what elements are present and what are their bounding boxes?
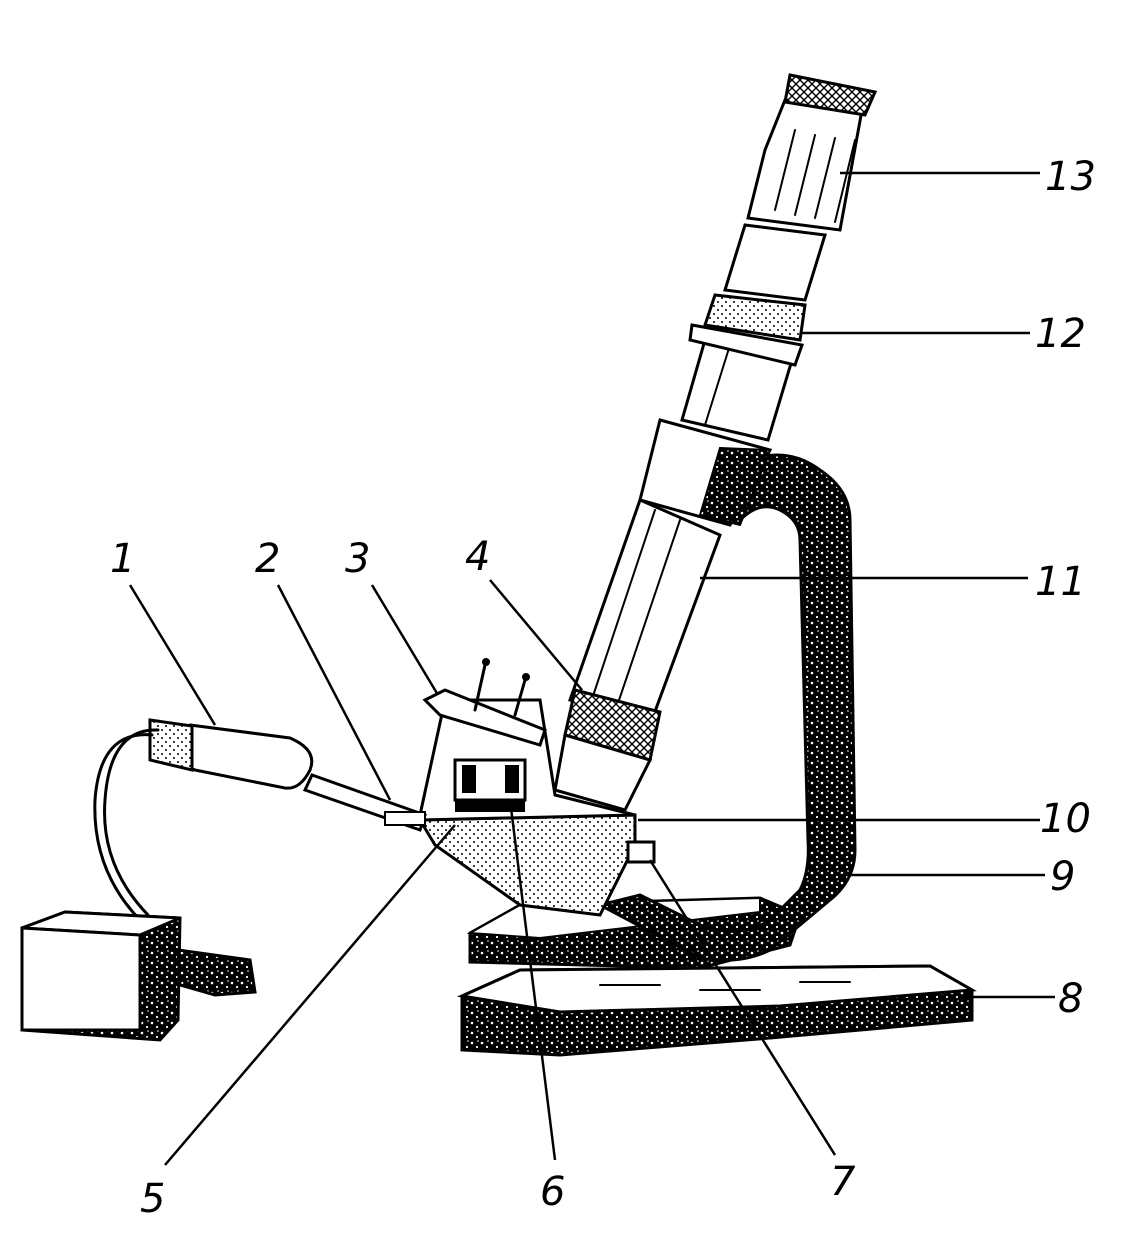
lower-tube bbox=[553, 733, 653, 812]
label-4: 4 bbox=[465, 534, 490, 580]
label-5: 5 bbox=[140, 1176, 165, 1222]
label-6: 6 bbox=[540, 1169, 565, 1215]
adjustment-ring bbox=[688, 293, 807, 367]
tube-collar bbox=[638, 418, 773, 527]
label-11: 11 bbox=[1035, 559, 1086, 605]
prism-clamp bbox=[422, 658, 547, 747]
label-2: 2 bbox=[255, 536, 280, 582]
power-cable bbox=[93, 728, 160, 922]
transformer-box bbox=[20, 910, 257, 1042]
leader-lines bbox=[128, 171, 1055, 1166]
base-plate bbox=[456, 964, 977, 1057]
part-labels: 1 2 3 4 5 6 7 8 9 10 11 12 13 bbox=[110, 154, 1096, 1222]
label-12: 12 bbox=[1035, 311, 1086, 357]
label-10: 10 bbox=[1040, 796, 1091, 842]
label-7: 7 bbox=[830, 1159, 856, 1205]
lamp-rod bbox=[302, 773, 427, 832]
eyepiece bbox=[746, 73, 878, 232]
side-screw bbox=[626, 840, 656, 864]
main-tube bbox=[568, 497, 722, 727]
eyepiece-tube bbox=[723, 223, 827, 302]
label-13: 13 bbox=[1045, 154, 1096, 200]
upper-tube bbox=[680, 338, 797, 442]
label-3: 3 bbox=[345, 536, 370, 582]
stand-arm bbox=[595, 453, 857, 962]
lamp-holder bbox=[148, 718, 314, 790]
label-8: 8 bbox=[1058, 976, 1083, 1022]
label-9: 9 bbox=[1050, 854, 1075, 900]
label-1: 1 bbox=[110, 536, 135, 582]
prism-housing bbox=[417, 698, 637, 917]
